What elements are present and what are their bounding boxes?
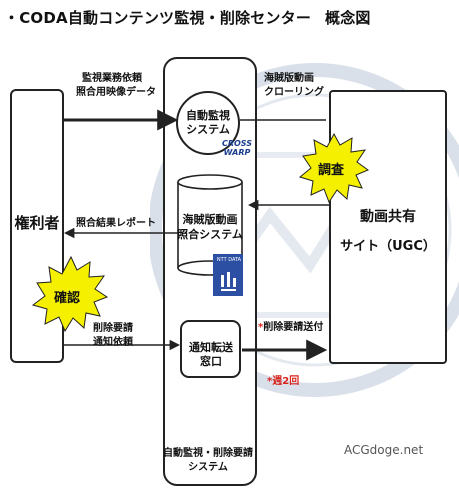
crosswarp-logo: CROSS WARP <box>221 139 253 157</box>
title-sub: 概念図 <box>325 9 371 27</box>
auto-monitor-label-2: システム <box>186 123 230 136</box>
db-label-2: 照合システム <box>177 228 243 241</box>
red-star: * <box>267 376 273 387</box>
site-watermark: ACGdoge.net <box>344 443 424 457</box>
label-pirate-crawl-2: クローリング <box>264 87 324 98</box>
investigate-burst <box>298 132 370 204</box>
ugc-label-1: 動画共有 <box>360 209 416 225</box>
confirm-burst <box>31 255 109 333</box>
auto-monitor-label-1: 自動監視 <box>186 109 230 122</box>
red-star: * <box>258 322 264 333</box>
label-delete-request-1: 削除要請 <box>93 323 133 334</box>
ntt-data-logo <box>213 254 243 296</box>
label-delete-send: *削除要請送付 <box>258 322 324 333</box>
label-weekly: *週2回 <box>267 376 300 387</box>
investigate-badge: 調査 <box>318 163 345 178</box>
label-pirate-crawl-1: 海賊版動画 <box>264 73 314 84</box>
notice-label-1: 通知転送 <box>189 341 233 354</box>
notice-node <box>180 320 241 378</box>
label-match-report: 照合結果レポート <box>76 218 156 229</box>
title-main: ・CODA自動コンテンツ監視・削除センター <box>4 9 312 27</box>
db-cylinder <box>177 174 243 276</box>
ntt-logo-text: NTT DATA <box>216 257 242 263</box>
label-monitor-request-1: 監視業務依頼 <box>82 73 142 84</box>
db-label-1: 海賊版動画 <box>182 213 238 226</box>
system-label-1: 自動監視・削除要請 <box>163 448 253 459</box>
label-delete-request-2: 通知依頼 <box>93 337 133 348</box>
rights-holder-label: 権利者 <box>14 214 60 232</box>
ugc-box <box>329 90 447 364</box>
confirm-badge: 確認 <box>54 291 81 306</box>
label-monitor-request-2: 照合用映像データ <box>76 87 156 98</box>
page-title: ・CODA自動コンテンツ監視・削除センター概念図 <box>4 7 371 28</box>
system-label-2: システム <box>188 462 228 473</box>
ugc-label-2: サイト（UGC） <box>340 239 436 254</box>
notice-label-2: 窓口 <box>200 355 222 368</box>
